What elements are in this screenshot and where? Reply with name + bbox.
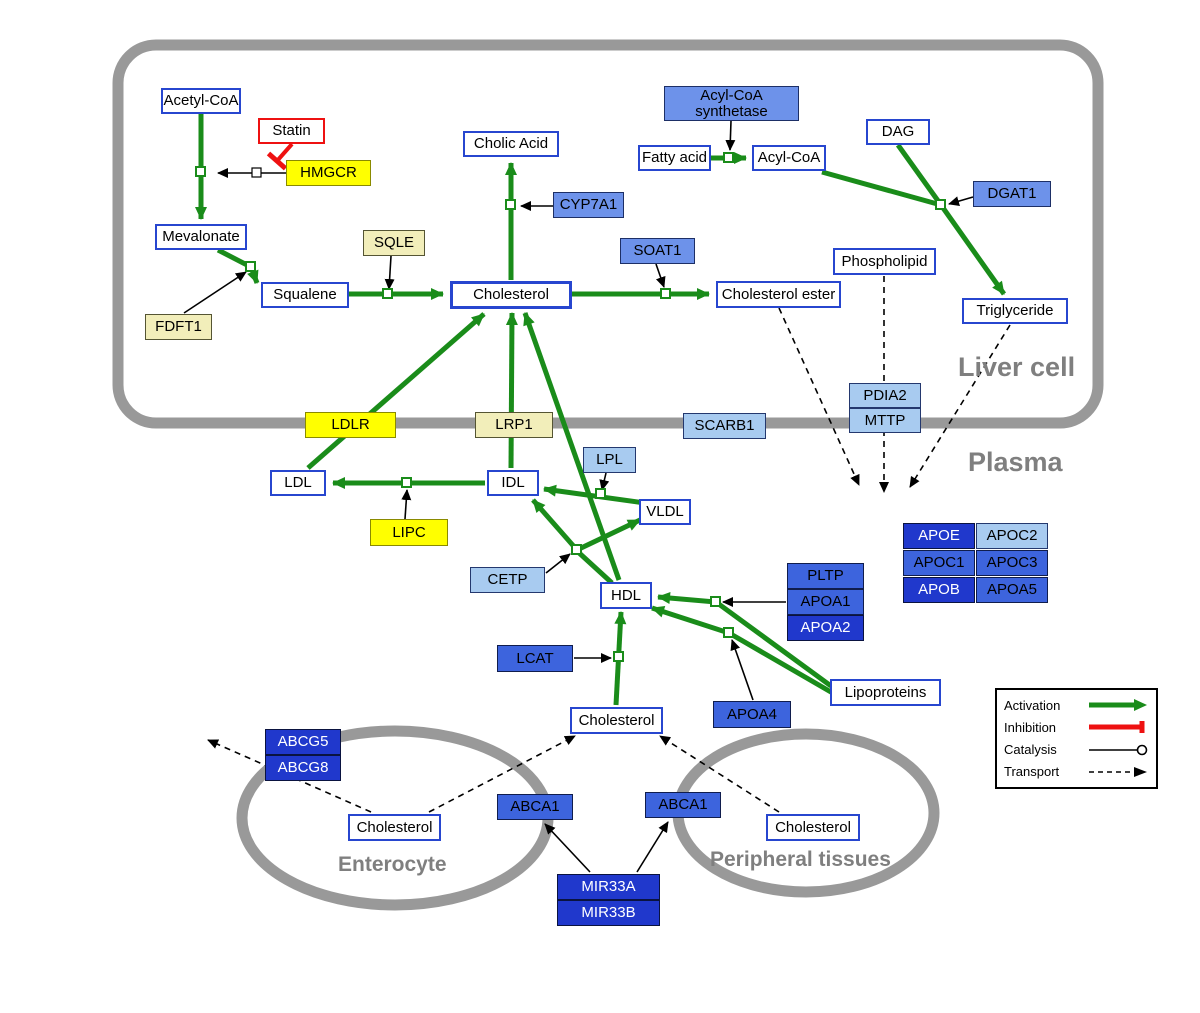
node-apoc3[interactable]: APOC3 [976,550,1048,576]
node-lrp1[interactable]: LRP1 [475,412,553,438]
edge-vldl-idl [543,484,646,506]
node-apoc2[interactable]: APOC2 [976,523,1048,549]
edge-dgat1-catalysis [948,196,974,206]
edge-mir33-abca1-right [636,821,669,873]
edge-sqle-catalysis [384,255,395,290]
transport-enterocyte-abca1-plasma [428,735,576,813]
node-idl[interactable]: IDL [487,470,539,496]
edge-lpl-catalysis [599,472,610,491]
node-abcg8[interactable]: ABCG8 [265,755,341,781]
transport-triglyceride-plasma [909,324,1011,488]
activation-arrow-icon [1089,699,1147,712]
edge-dag-dgat1node [895,143,944,207]
node-lcat[interactable]: LCAT [497,645,573,672]
edge-mir33-abca1-left [544,823,591,873]
node-vldl[interactable]: VLDL [639,499,691,525]
edge-hdl-cetpnode [575,549,614,585]
transport-dashed-arrow-icon [1089,766,1147,777]
edge-cetpnode-idl [531,498,579,552]
node-ldlr[interactable]: LDLR [305,412,396,438]
node-cholesterol-ester[interactable]: Cholesterol ester [716,281,841,308]
node-apoc1[interactable]: APOC1 [903,550,975,576]
edge-ldl-ldlr-cholesterol [306,312,486,470]
transport-cholesterolester-plasma [778,307,860,486]
node-apoa2[interactable]: APOA2 [787,615,864,641]
plasma-label: Plasma [968,447,1063,477]
node-cholic-acid[interactable]: Cholic Acid [463,131,559,157]
edge-apoa4-catalysis [730,639,754,701]
node-dag[interactable]: DAG [866,119,930,145]
transport-peripheral-abca1-plasma [659,735,780,813]
node-pdia2[interactable]: PDIA2 [849,383,921,408]
catalysis-circle-icon [1089,744,1148,755]
edge-lipc-catalysis [401,489,412,520]
peripheral-tissues-label: Peripheral tissues [710,848,891,871]
node-apoa5[interactable]: APOA5 [976,577,1048,603]
reaction-nodes [195,152,946,662]
legend: Activation Inhibition Catalysis Transpor… [995,688,1158,789]
node-acyl-coa[interactable]: Acyl-CoA [752,145,826,171]
node-lipc[interactable]: LIPC [370,519,448,546]
node-mevalonate[interactable]: Mevalonate [155,224,247,250]
legend-inhibition-label: Inhibition [1004,719,1057,735]
inhibition-edge-statin [266,142,294,171]
inhibition-tbar-icon [1089,721,1145,734]
node-dgat1[interactable]: DGAT1 [973,181,1051,207]
node-mir33b[interactable]: MIR33B [557,900,660,926]
node-hmgcr[interactable]: HMGCR [286,160,371,186]
node-sqle[interactable]: SQLE [363,230,425,256]
node-cholesterol-plasma[interactable]: Cholesterol [570,707,663,734]
node-apoe[interactable]: APOE [903,523,975,549]
node-apoa4[interactable]: APOA4 [713,701,791,728]
legend-row-catalysis: Catalysis [1004,742,1149,757]
edge-dgat1node-triglyceride [938,203,1007,296]
legend-row-inhibition: Inhibition [1004,720,1149,735]
node-fatty-acid[interactable]: Fatty acid [638,145,711,171]
node-soat1[interactable]: SOAT1 [620,238,695,264]
node-lipoproteins[interactable]: Lipoproteins [830,679,941,706]
node-squalene[interactable]: Squalene [261,282,349,308]
node-cholesterol-enterocyte[interactable]: Cholesterol [348,814,441,841]
node-statin[interactable]: Statin [258,118,325,144]
node-cetp[interactable]: CETP [470,567,545,593]
node-scarb1[interactable]: SCARB1 [683,413,766,439]
enterocyte-label: Enterocyte [338,853,447,876]
node-pltp[interactable]: PLTP [787,563,864,589]
hmgcr-catalysis-port [251,167,262,178]
edge-acylcoasynthetase-catalysis [725,120,736,151]
node-ldl[interactable]: LDL [270,470,326,496]
liver-cell-membrane [112,39,1104,429]
node-cholesterol-peripheral[interactable]: Cholesterol [766,814,860,841]
edge-idl-lrp1-cholesterol [505,312,518,469]
legend-transport-label: Transport [1004,764,1060,780]
edge-acylcoa-dgat1node [821,169,942,208]
node-apoa1[interactable]: APOA1 [787,589,864,615]
legend-row-transport: Transport [1004,764,1149,779]
edge-cetp-catalysis [545,553,571,574]
node-fdft1[interactable]: FDFT1 [145,314,212,340]
node-abcg5[interactable]: ABCG5 [265,729,341,755]
node-hdl[interactable]: HDL [600,582,652,609]
node-apob[interactable]: APOB [903,577,975,603]
liver-cell-label: Liver cell [958,352,1076,382]
edge-soat1-catalysis [655,263,666,288]
node-abca1-left[interactable]: ABCA1 [497,794,573,820]
node-mttp[interactable]: MTTP [849,408,921,433]
node-lpl[interactable]: LPL [583,447,636,473]
node-phospholipid[interactable]: Phospholipid [833,248,936,275]
legend-activation-label: Activation [1004,697,1061,713]
node-mir33a[interactable]: MIR33A [557,874,660,900]
legend-row-activation: Activation [1004,698,1149,713]
node-acetyl-coa[interactable]: Acetyl-CoA [161,88,241,114]
node-cyp7a1[interactable]: CYP7A1 [553,192,624,218]
edge-fdft1-catalysis [183,271,247,314]
legend-catalysis-label: Catalysis [1004,742,1057,758]
node-triglyceride[interactable]: Triglyceride [962,298,1068,324]
node-abca1-right[interactable]: ABCA1 [645,792,721,818]
node-acyl-coa-synthetase[interactable]: Acyl-CoA synthetase [664,86,799,121]
node-cholesterol-liver[interactable]: Cholesterol [450,281,572,309]
edge-cetpnode-vldl [577,517,642,552]
